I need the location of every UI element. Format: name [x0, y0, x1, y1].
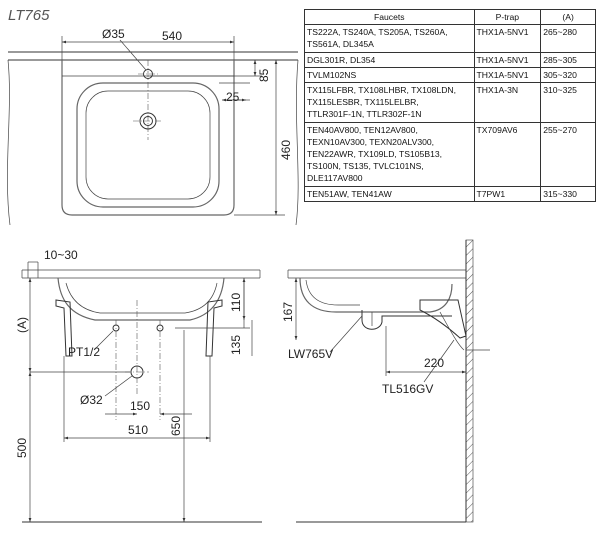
- dim-540: 540: [162, 29, 182, 43]
- faucets-cell: DGL301R, DL354: [304, 51, 475, 68]
- dim-150: 150: [130, 399, 150, 413]
- dim-135: 135: [229, 335, 243, 355]
- faucet-line: TVLM102NS: [307, 69, 357, 80]
- header-ptrap: P-trap: [473, 8, 542, 26]
- table-row: TS222A, TS240A, TS205A, TS260A,TS561A, D…: [304, 24, 596, 53]
- dim-460: 460: [279, 140, 293, 160]
- faucet-line: TEXN10AV300, TEXN20ALV300,: [307, 136, 435, 147]
- top-view: 540 Ø35 85 25 460: [7, 27, 299, 226]
- faucet-line: TS561A, DL345A: [307, 39, 374, 50]
- front-view: 10~30 110 135 (A) PT1/2 Ø32 150 510 650 …: [15, 248, 262, 523]
- faucet-line: TEN40AV800, TEN12AV800,: [307, 124, 418, 135]
- dim-110: 110: [229, 293, 243, 312]
- dim-510: 510: [128, 423, 148, 437]
- basin-model-label: LW765V: [288, 347, 333, 361]
- faucets-cell: TEN40AV800, TEN12AV800,TEXN10AV300, TEXN…: [304, 121, 475, 187]
- dim-10-30: 10~30: [44, 248, 78, 262]
- faucet-line: TX115LESBR, TX115LELBR,: [307, 97, 419, 108]
- dim-hole-diameter: Ø35: [102, 27, 125, 41]
- pt-label: PT1/2: [68, 345, 100, 359]
- ptrap-cell: TX709AV6: [473, 121, 542, 187]
- dim-650: 650: [169, 416, 183, 436]
- side-view: 167 LW765V 220 TL516GV: [281, 239, 490, 523]
- model-title: LT765: [8, 7, 50, 24]
- dim-25: 25: [226, 90, 240, 104]
- a-cell: 255~270: [540, 121, 596, 187]
- faucet-line: TX115LFBR, TX108LHBR, TX108LDN,: [307, 85, 457, 96]
- dim-85: 85: [257, 68, 271, 82]
- dim-220: 220: [424, 356, 444, 370]
- a-cell: 265~280: [540, 24, 596, 53]
- dim-dia32: Ø32: [80, 393, 103, 407]
- ptrap-cell: T7PW1: [473, 185, 542, 202]
- faucet-line: TEN51AW, TEN41AW: [307, 188, 392, 199]
- trap-model-label: TL516GV: [382, 382, 433, 396]
- faucets-cell: TS222A, TS240A, TS205A, TS260A,TS561A, D…: [304, 24, 475, 53]
- faucet-line: DGL301R, DL354: [307, 54, 376, 65]
- faucets-cell: TX115LFBR, TX108LHBR, TX108LDN,TX115LESB…: [304, 82, 475, 123]
- ptrap-cell: THX1A-5NV1: [473, 24, 542, 53]
- ptrap-cell: THX1A-5NV1: [473, 66, 542, 84]
- header-a: (A): [540, 8, 596, 26]
- spec-table: Faucets P-trap (A) TS222A, TS240A, TS205…: [304, 8, 596, 202]
- ptrap-cell: THX1A-3N: [473, 82, 542, 123]
- faucet-line: DLE117AV800: [307, 173, 363, 184]
- dim-500: 500: [15, 438, 29, 458]
- dim-a: (A): [15, 317, 29, 333]
- table-header-row: Faucets P-trap (A): [304, 8, 596, 26]
- ptrap-cell: THX1A-5NV1: [473, 51, 542, 68]
- faucet-line: TS222A, TS240A, TS205A, TS260A,: [307, 27, 448, 38]
- faucets-cell: TEN51AW, TEN41AW: [304, 185, 475, 202]
- a-cell: 315~330: [540, 185, 596, 202]
- table-row: TEN40AV800, TEN12AV800,TEXN10AV300, TEXN…: [304, 121, 596, 187]
- faucet-line: TS100N, TS135, TVLC101NS,: [307, 161, 424, 172]
- a-cell: 305~320: [540, 66, 596, 84]
- faucet-line: TTLR301F-1N, TTLR302F-1N: [307, 109, 422, 120]
- header-faucets: Faucets: [304, 8, 475, 26]
- a-cell: 285~305: [540, 51, 596, 68]
- table-row: TX115LFBR, TX108LHBR, TX108LDN,TX115LESB…: [304, 82, 596, 123]
- faucet-line: TEN22AWR, TX109LD, TS105B13,: [307, 149, 443, 160]
- faucets-cell: TVLM102NS: [304, 66, 475, 84]
- a-cell: 310~325: [540, 82, 596, 123]
- dim-167: 167: [281, 302, 295, 322]
